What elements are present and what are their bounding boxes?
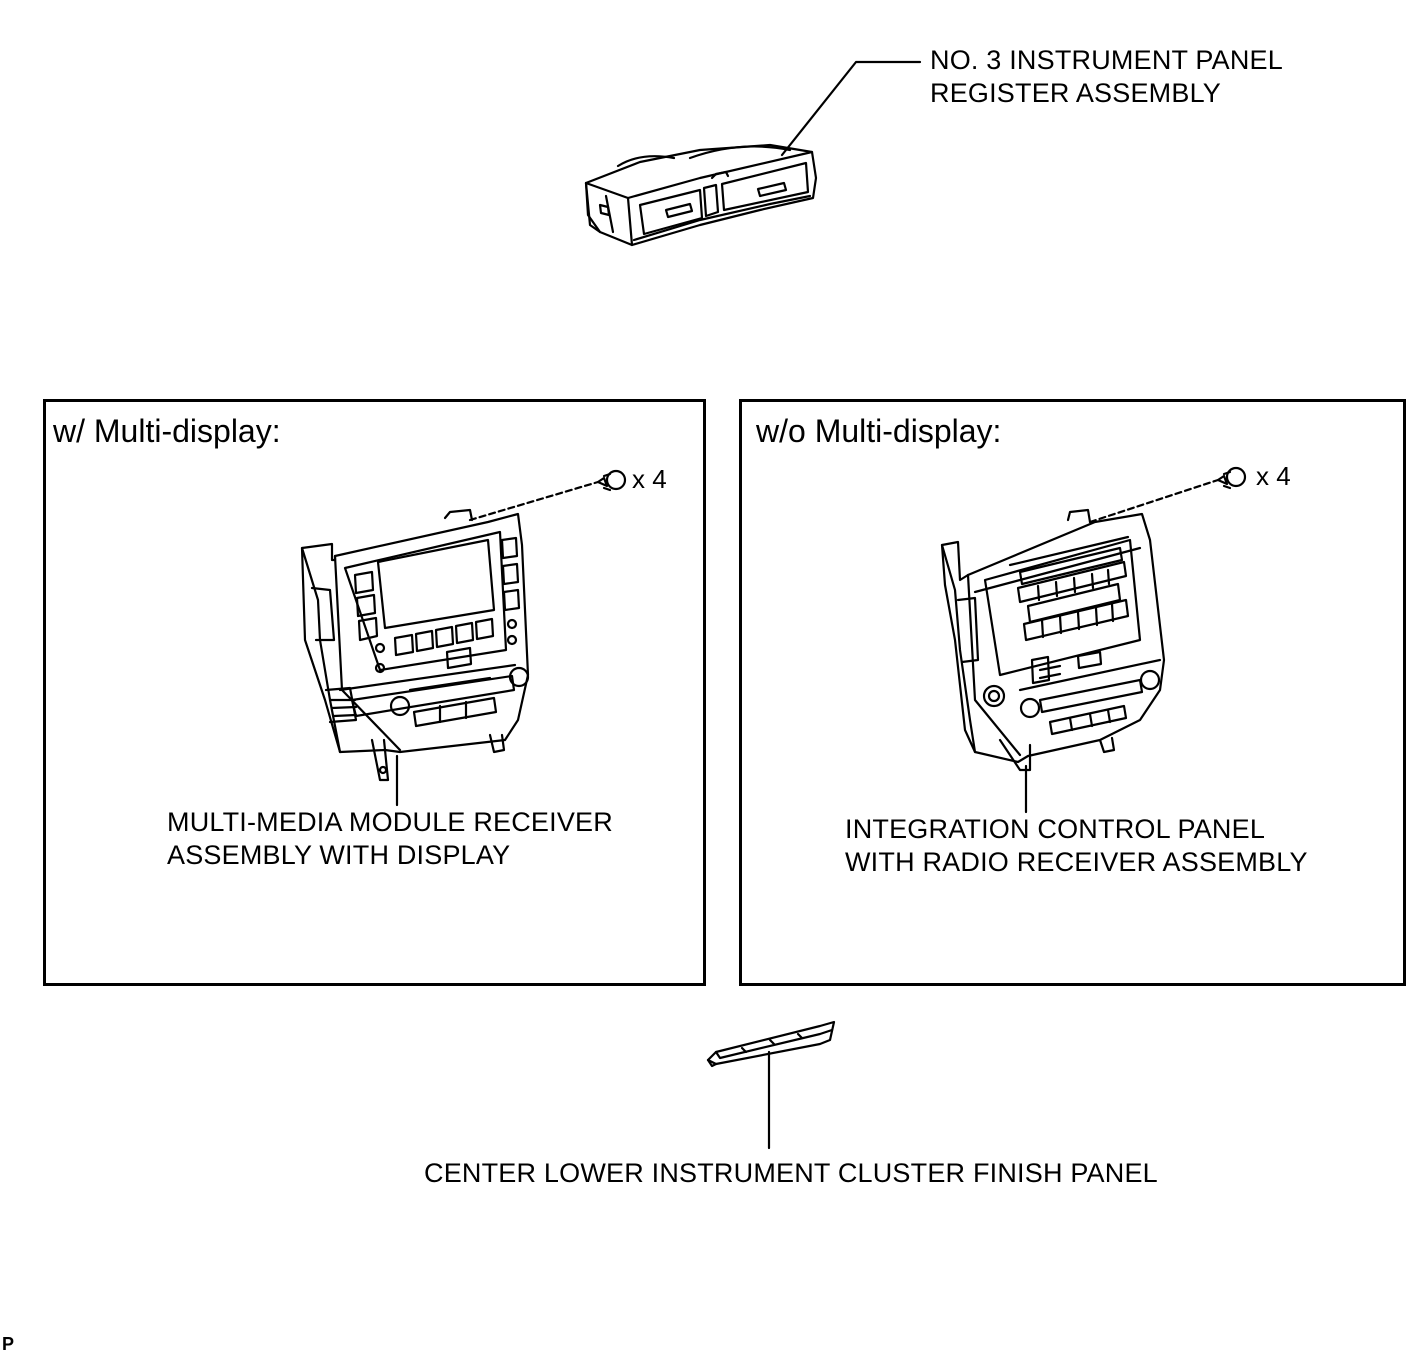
receiver-label-line1: MULTI-MEDIA MODULE RECEIVER	[167, 807, 613, 837]
screw-dash-line-without	[1088, 478, 1220, 524]
integration-control-panel-illustration	[940, 508, 1166, 772]
receiver-label-line2: ASSEMBLY WITH DISPLAY	[167, 840, 511, 870]
screw-with-multi-display	[596, 469, 627, 492]
register-label-line2: REGISTER ASSEMBLY	[930, 78, 1221, 108]
register-label-line1: NO. 3 INSTRUMENT PANEL	[930, 45, 1283, 75]
screw-dash-line-with	[468, 480, 600, 522]
screw-qty-without-multi-display: x 4	[1256, 461, 1291, 491]
variant-box-without-multi-display	[739, 399, 1406, 986]
multi-media-receiver-illustration	[300, 508, 530, 782]
screw-without-multi-display	[1216, 466, 1247, 490]
control-panel-label-line1: INTEGRATION CONTROL PANEL	[845, 814, 1266, 844]
register-leader-line	[780, 60, 922, 157]
screw-qty-with-multi-display: x 4	[632, 464, 667, 494]
variant-title-without-multi-display: w/o Multi-display:	[756, 413, 1002, 449]
register-assembly-illustration	[584, 143, 818, 247]
variant-title-with-multi-display: w/ Multi-display:	[53, 413, 281, 449]
variant-box-with-multi-display	[43, 399, 706, 986]
finish-panel-label: CENTER LOWER INSTRUMENT CLUSTER FINISH P…	[424, 1158, 1158, 1188]
finish-panel-illustration	[706, 1020, 836, 1068]
control-panel-label-line2: WITH RADIO RECEIVER ASSEMBLY	[845, 847, 1308, 877]
corner-code: P	[2, 1334, 15, 1354]
